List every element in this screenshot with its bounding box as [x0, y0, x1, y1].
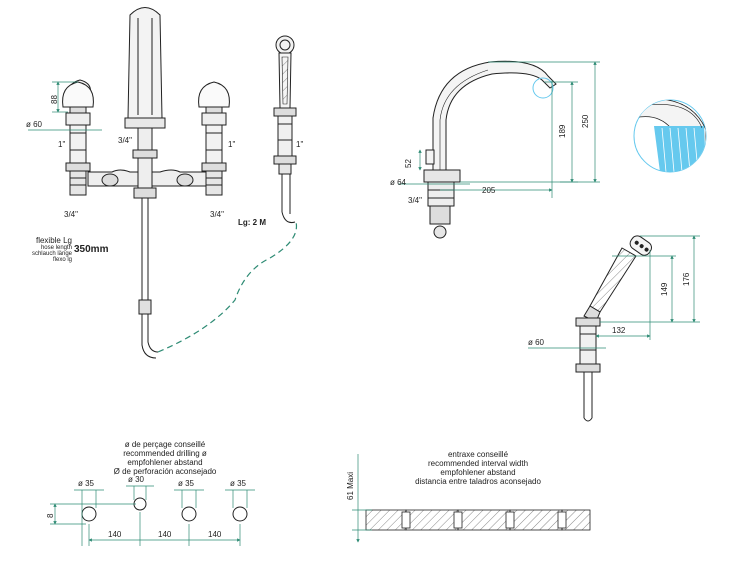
dim-drill-d35-4-value: 35 — [237, 479, 247, 488]
shower-side-view — [575, 235, 652, 422]
dim-drill-d35-3-value: 35 — [185, 479, 195, 488]
interval-line-1: recommended interval width — [427, 459, 529, 468]
interval-line-2: empfohlener abstand — [440, 468, 516, 477]
drilling-line-2: empfohlener abstand — [127, 458, 203, 467]
dim-drill-140-1: 140 — [108, 530, 122, 539]
drilling-title: ø de perçage conseillé — [124, 440, 206, 449]
left-dimension-lines — [28, 81, 102, 131]
flexible-line-3: flexo lg — [52, 257, 72, 263]
interval-label: entraxe conseillé recommended interval w… — [415, 450, 541, 486]
drilling-label: ø de perçage conseillé recommended drill… — [114, 440, 217, 476]
flexible-line-2: schlauch länge — [31, 251, 72, 257]
flexible-line-1: hose length — [40, 245, 72, 251]
dim-132: 132 — [612, 326, 626, 335]
dim-drill-d35-4: ø 35 — [230, 479, 247, 488]
dim-drill-d35-1: ø 35 — [78, 479, 95, 488]
dim-d60-left: ø 60 — [26, 120, 43, 129]
dim-d60-left-value: 60 — [33, 120, 43, 129]
dim-250: 250 — [581, 114, 590, 128]
dim-149: 149 — [660, 282, 669, 296]
spout-dimension-lines — [398, 61, 600, 198]
dim-52: 52 — [404, 159, 413, 168]
dim-drill-140-3: 140 — [208, 530, 222, 539]
flexible-title: flexible Lg — [35, 236, 72, 245]
interval-dimension-lines — [352, 454, 372, 543]
dim-61-maxi: 61 Maxi — [346, 471, 355, 500]
dim-189: 189 — [558, 124, 567, 138]
dim-d60-shower: ø 60 — [528, 338, 545, 347]
dim-drill-d35-3: ø 35 — [178, 479, 195, 488]
dim-d64: ø 64 — [390, 178, 407, 187]
dim-drill-8: 8 — [46, 513, 55, 518]
dim-1inch-left: 1" — [58, 140, 66, 149]
drilling-holes — [81, 497, 248, 522]
dim-drill-d35-1-value: 35 — [85, 479, 95, 488]
mixer-front-view — [62, 7, 297, 359]
dim-205: 205 — [482, 186, 496, 195]
dim-d64-value: 64 — [397, 178, 407, 187]
dim-3-4-center: 3/4" — [118, 136, 132, 145]
drilling-line-1: recommended drilling ø — [123, 449, 207, 458]
dim-88: 88 — [50, 95, 59, 104]
dim-drill-d30: ø 30 — [128, 475, 145, 484]
interval-plate — [365, 509, 591, 531]
dim-1inch-shower: 1" — [296, 140, 304, 149]
flexible-label: flexible Lg hose length schlauch länge f… — [24, 236, 72, 263]
dim-drill-d30-value: 30 — [135, 475, 145, 484]
drilling-line-3: Ø de perforación aconsejado — [113, 467, 217, 476]
dim-3-4-spout: 3/4" — [408, 196, 422, 205]
interval-line-3: distancia entre taladros aconsejado — [415, 477, 541, 486]
dim-d60-shower-value: 60 — [535, 338, 545, 347]
spout-side-view — [423, 60, 557, 239]
drilling-dimension-lines — [50, 485, 255, 546]
dim-350mm: 350mm — [74, 244, 109, 255]
interval-title: entraxe conseillé — [447, 450, 509, 459]
shower-dimension-lines — [528, 235, 700, 349]
dim-3-4-bottom-left: 3/4" — [64, 210, 78, 219]
dim-1inch-right: 1" — [228, 140, 236, 149]
hose-dashed-path — [157, 221, 298, 353]
dim-3-4-bottom-right: 3/4" — [210, 210, 224, 219]
dim-drill-140-2: 140 — [158, 530, 172, 539]
dim-lg-2m: Lg: 2 M — [238, 218, 266, 227]
spout-detail-circle — [633, 99, 707, 173]
spout-detail-marker — [532, 77, 554, 99]
dim-176: 176 — [682, 272, 691, 286]
